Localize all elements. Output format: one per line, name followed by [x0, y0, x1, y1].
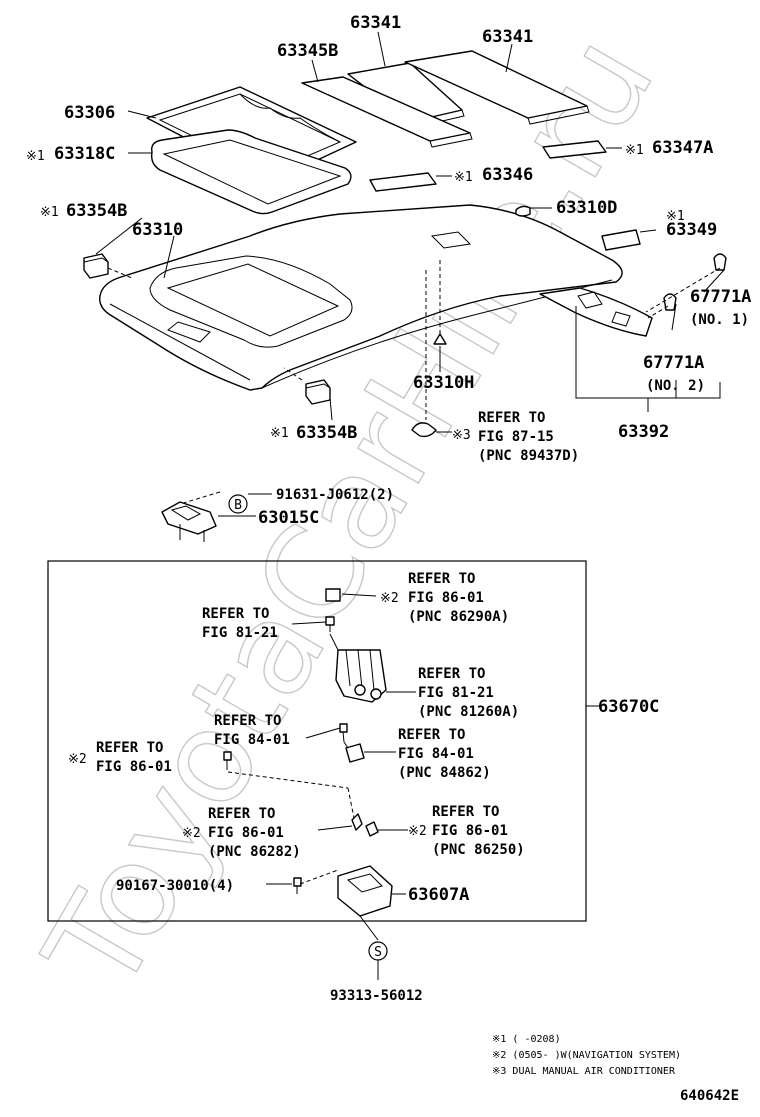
ref-86250-line1: REFER TO	[432, 804, 499, 820]
label-63318c: 63318C	[54, 144, 115, 164]
label-63341-b: 63341	[482, 27, 533, 47]
marker-s-text: S	[374, 945, 382, 960]
ref-86290-line3: (PNC 86290A)	[408, 609, 509, 625]
label-63354b-top: 63354B	[66, 201, 127, 221]
note1-mark: ※1	[625, 143, 644, 158]
label-63310h: 63310H	[413, 373, 474, 393]
note-3: ※3 DUAL MANUAL AIR CONDITIONER	[492, 1066, 676, 1077]
label-91631: 91631-J0612(2)	[276, 487, 394, 503]
map-lamp-box	[47, 560, 587, 922]
headliner-63310	[99, 204, 623, 391]
label-63349: 63349	[666, 220, 717, 240]
ref-86290-line1: REFER TO	[408, 571, 475, 587]
label-93313: 93313-56012	[330, 988, 423, 1004]
lamp-63607a	[337, 865, 393, 917]
pad-63349	[601, 229, 641, 251]
ref-8401a-line1: REFER TO	[214, 713, 281, 729]
note1-mark: ※1	[270, 426, 289, 441]
label-63347a: 63347A	[652, 138, 713, 158]
label-67771a-2: 67771A	[643, 353, 704, 373]
note2-mark: ※2	[408, 824, 427, 839]
sensor-84862	[345, 743, 365, 763]
ref-81260-line1: REFER TO	[418, 666, 485, 682]
ref-8121a-line2: FIG 81-21	[202, 625, 278, 641]
label-63341-a: 63341	[350, 13, 401, 33]
pad-63346	[369, 172, 437, 192]
note-1: ※1 ( -0208)	[492, 1034, 561, 1045]
ref-81260-line3: (PNC 81260A)	[418, 704, 519, 720]
note2-mark: ※2	[380, 591, 399, 606]
ref-86282-line2: FIG 86-01	[208, 825, 284, 841]
note1-mark: ※1	[666, 209, 685, 224]
switch-86290a	[325, 588, 341, 602]
ref-86250-line3: (PNC 86250)	[432, 842, 525, 858]
clip-63354b-bot	[305, 379, 331, 405]
label-63354b-bot: 63354B	[296, 423, 357, 443]
ref-8715-line1: REFER TO	[478, 410, 545, 426]
note1-mark: ※1	[40, 205, 59, 220]
bracket-81260a	[335, 649, 387, 703]
clip-63354b-top	[83, 253, 109, 279]
clip-63310d	[515, 205, 531, 217]
note1-mark: ※1	[454, 170, 473, 185]
watermark: ToyotaCarHire.ru	[17, 12, 683, 1016]
ref-86250-line2: FIG 86-01	[432, 823, 508, 839]
ref-86282-line3: (PNC 86282)	[208, 844, 301, 860]
screw-84-01	[339, 723, 348, 743]
bracket-63015c	[161, 501, 217, 542]
pad-63345b	[301, 76, 473, 148]
screw-81-21	[325, 616, 335, 632]
screw-86-01	[223, 751, 232, 770]
clip-67771a-2	[663, 293, 677, 311]
note1-mark: ※1	[26, 149, 45, 164]
ref-81260-line2: FIG 81-21	[418, 685, 494, 701]
wire-86282	[351, 813, 363, 831]
pad-63347a	[542, 140, 607, 159]
marker-b-text: B	[234, 498, 242, 513]
label-63310: 63310	[132, 220, 183, 240]
ref-8401a-line2: FIG 84-01	[214, 732, 290, 748]
label-63392: 63392	[618, 422, 669, 442]
ref-8601a-line1: REFER TO	[96, 740, 163, 756]
note3-mark: ※3	[452, 428, 471, 443]
rail-63318c	[150, 129, 352, 215]
ref-84862-line3: (PNC 84862)	[398, 765, 491, 781]
label-no2: (NO. 2)	[646, 378, 705, 394]
bolt-marker-b: B	[228, 494, 248, 514]
clip-67771a-1	[713, 253, 727, 271]
label-63670c: 63670C	[598, 697, 659, 717]
ref-8715-line2: FIG 87-15	[478, 429, 554, 445]
ref-84862-line2: FIG 84-01	[398, 746, 474, 762]
wire-86250	[365, 821, 379, 837]
note2-mark: ※2	[182, 826, 201, 841]
label-67771a-1: 67771A	[690, 287, 751, 307]
label-63310d: 63310D	[556, 198, 617, 218]
clip-89437d	[411, 422, 437, 438]
ref-84862-line1: REFER TO	[398, 727, 465, 743]
screw-marker-s: S	[368, 941, 388, 961]
label-63015c: 63015C	[258, 508, 319, 528]
ref-8121a-line1: REFER TO	[202, 606, 269, 622]
pad-63341-b	[404, 50, 590, 125]
label-no1: (NO. 1)	[690, 312, 749, 328]
ref-8601a-line2: FIG 86-01	[96, 759, 172, 775]
note2-mark: ※2	[68, 752, 87, 767]
ref-86290-line2: FIG 86-01	[408, 590, 484, 606]
screw-90167	[293, 877, 302, 894]
label-63345b: 63345B	[277, 41, 338, 61]
clip-63310h	[433, 333, 447, 345]
note-2: ※2 (0505- )W(NAVIGATION SYSTEM)	[492, 1050, 681, 1061]
diagram-id: 640642E	[680, 1088, 739, 1104]
label-63346: 63346	[482, 165, 533, 185]
ref-8715-line3: (PNC 89437D)	[478, 448, 579, 464]
label-63306: 63306	[64, 103, 115, 123]
label-90167: 90167-30010(4)	[116, 878, 234, 894]
grip-63392	[539, 287, 653, 337]
label-63607a: 63607A	[408, 885, 469, 905]
ref-86282-line1: REFER TO	[208, 806, 275, 822]
